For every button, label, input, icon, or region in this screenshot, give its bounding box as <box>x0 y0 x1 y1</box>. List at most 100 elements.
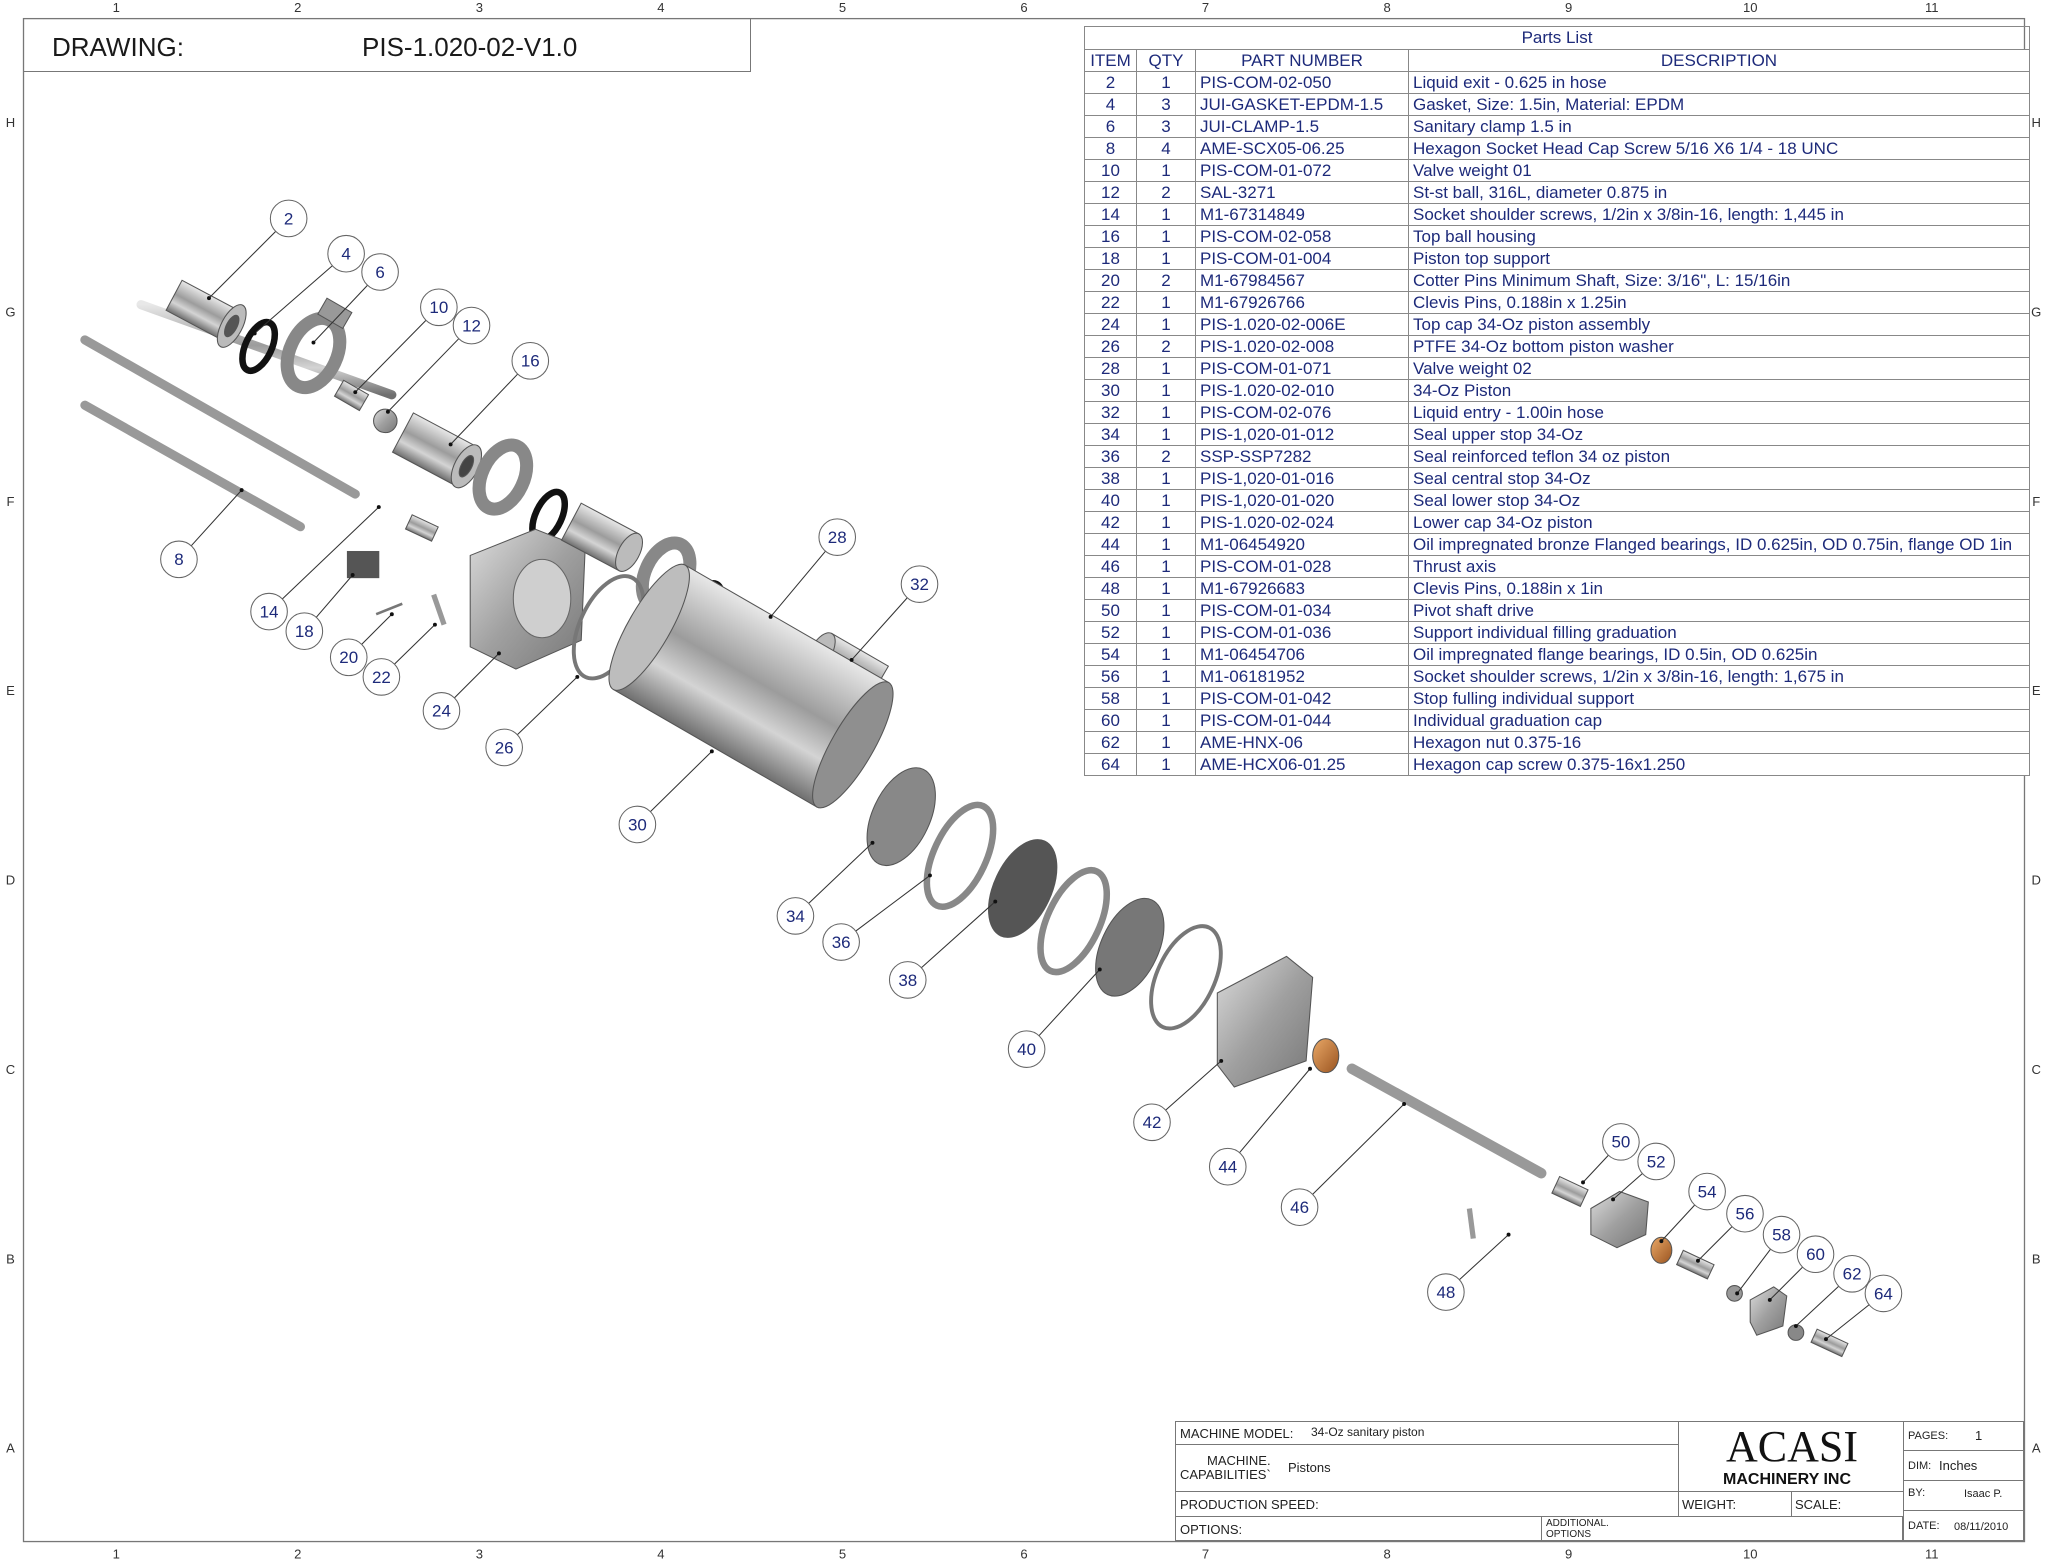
cell-item: 54 <box>1084 643 1137 666</box>
item-balloon: 60 <box>1767 1235 1835 1302</box>
capabilities-label-2: CAPABILITIES` <box>1180 1467 1271 1482</box>
cell-qty: 1 <box>1136 731 1196 754</box>
leader-arrow <box>385 409 390 414</box>
part-6-clamp <box>280 297 353 395</box>
grid-column-label: 4 <box>657 0 664 15</box>
sheet-border <box>22 17 2026 1543</box>
cell-qty: 1 <box>1136 291 1196 314</box>
grid-row-label: B <box>2032 1251 2041 1266</box>
item-balloon: 30 <box>618 749 714 844</box>
cell-qty: 2 <box>1136 335 1196 358</box>
cell-qty: 1 <box>1136 489 1196 512</box>
leader-line <box>1661 1204 1696 1242</box>
grid-column-label: 11 <box>1925 1547 1939 1562</box>
part-54-bearing <box>1650 1236 1673 1264</box>
part-16-housing-2 <box>560 502 644 572</box>
cell-part-number: M1-67314849 <box>1195 203 1409 226</box>
date-label: DATE: <box>1908 1520 1940 1532</box>
leader-line <box>315 574 354 618</box>
balloon-label: 62 <box>1843 1265 1862 1284</box>
leader-arrow <box>1824 1337 1828 1342</box>
leader-arrow <box>496 651 501 656</box>
leader-line <box>770 550 826 618</box>
balloon-label: 30 <box>628 815 647 834</box>
balloon-circle <box>485 728 523 767</box>
leader-arrow <box>1696 1258 1700 1263</box>
cell-item: 62 <box>1084 731 1137 754</box>
grid-column-label: 10 <box>1743 1547 1758 1562</box>
grid-row-label: B <box>6 1251 15 1266</box>
leader-arrow <box>389 612 394 617</box>
cell-item: 48 <box>1084 577 1137 600</box>
balloon-circle <box>1864 1274 1903 1313</box>
item-balloon: 28 <box>768 518 857 619</box>
cell-part-number: AME-HNX-06 <box>1195 731 1409 754</box>
grid-row-label: H <box>6 115 15 130</box>
grid-column-label: 10 <box>1743 0 1758 15</box>
leader-arrow <box>376 505 381 510</box>
cell-description: Clevis Pins, 0.188in x 1in <box>1408 577 2030 600</box>
balloon-label: 56 <box>1736 1205 1755 1224</box>
leader-arrow <box>849 657 854 662</box>
balloon-circle <box>900 565 939 603</box>
cell-qty: 1 <box>1136 71 1196 94</box>
parts-list-title: Parts List <box>1084 26 2030 49</box>
grid-row-label: G <box>5 304 15 319</box>
cell-qty: 1 <box>1136 423 1196 446</box>
balloon-circle <box>327 234 365 273</box>
grid-column-label: 8 <box>1383 1547 1390 1562</box>
item-balloon: 32 <box>849 565 939 662</box>
cell-part-number: JUI-CLAMP-1.5 <box>1195 115 1409 138</box>
leader-arrow <box>575 674 580 679</box>
balloon-circle <box>511 342 550 380</box>
grid-row-label: A <box>6 1441 15 1456</box>
cell-description: Hexagon nut 0.375-16 <box>1408 731 2030 754</box>
cell-item: 16 <box>1084 225 1137 248</box>
item-balloon: 56 <box>1696 1194 1764 1263</box>
balloon-label: 50 <box>1611 1133 1630 1152</box>
balloon-circle <box>1688 1172 1726 1211</box>
parts-list-table: Parts List ITEM QTY PART NUMBER DESCRIPT… <box>1084 26 2030 776</box>
parts-list-header: ITEM QTY PART NUMBER DESCRIPTION <box>1084 49 2030 72</box>
leader-line <box>354 319 427 393</box>
cell-description: Liquid entry - 1.00in hose <box>1408 401 2030 424</box>
leader-arrow <box>1097 967 1102 972</box>
balloon-circle <box>1796 1235 1835 1274</box>
grid-column-label: 1 <box>113 0 120 15</box>
leader-line <box>394 624 436 665</box>
grid-column-label: 8 <box>1383 0 1390 15</box>
item-balloon: 16 <box>448 342 550 447</box>
cell-part-number: M1-67926683 <box>1195 577 1409 600</box>
grid-column-label: 7 <box>1202 1547 1209 1562</box>
cell-description: Socket shoulder screws, 1/2in x 3/8in-16… <box>1408 203 2030 226</box>
part-34-seal-upper <box>866 767 936 867</box>
balloon-label: 46 <box>1290 1198 1309 1217</box>
cell-part-number: PIS-COM-01-004 <box>1195 247 1409 270</box>
cell-description: Support individual filling graduation <box>1408 621 2030 644</box>
balloon-circle <box>420 288 458 327</box>
leader-line <box>1795 1285 1840 1327</box>
grid-column-label: 1 <box>113 1547 120 1562</box>
cell-qty: 1 <box>1136 159 1196 182</box>
date-cell <box>1903 1510 2024 1541</box>
additional-options-label-2: OPTIONS <box>1546 1529 1592 1540</box>
leader-arrow <box>350 573 355 577</box>
cell-item: 52 <box>1084 621 1137 644</box>
balloon-circle <box>329 638 368 677</box>
balloon-label: 54 <box>1698 1182 1717 1201</box>
cell-part-number: SAL-3271 <box>1195 181 1409 204</box>
cell-description: Hexagon cap screw 0.375-16x1.250 <box>1408 753 2030 776</box>
item-balloon: 24 <box>422 651 501 730</box>
balloon-label: 22 <box>372 668 391 687</box>
grid-column-label: 11 <box>1925 0 1939 15</box>
